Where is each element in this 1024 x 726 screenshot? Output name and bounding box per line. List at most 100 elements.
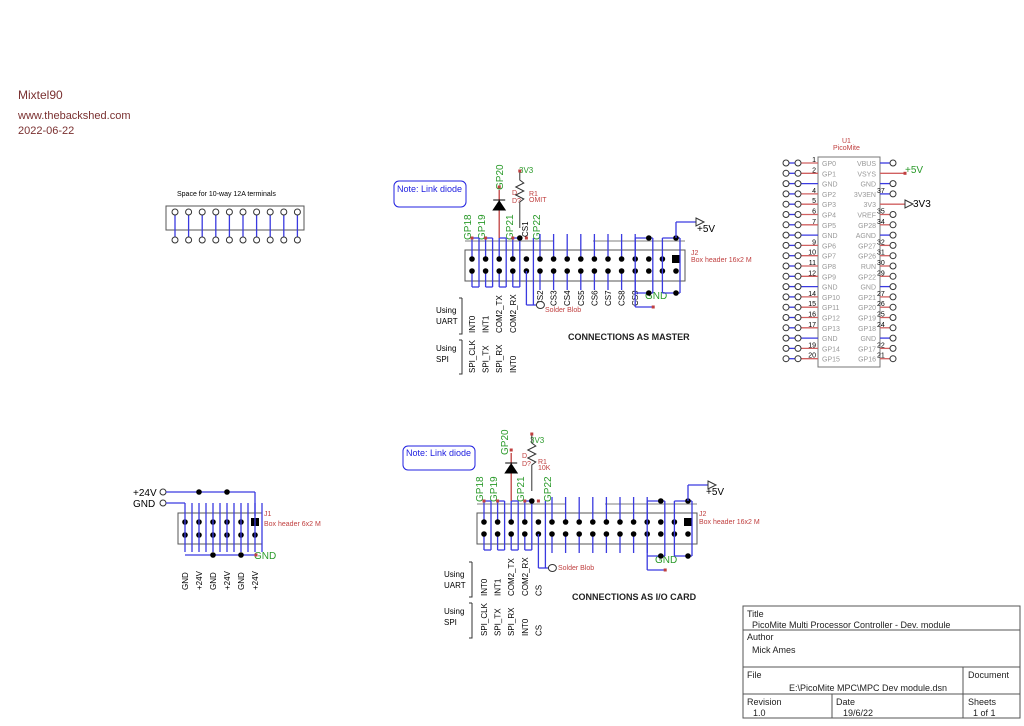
net-endpoint	[484, 236, 488, 240]
io-card-section: Note: Link diode GP20 3V3 R1 10K D D? GP…	[402, 429, 760, 639]
terminal-bottom	[239, 236, 247, 244]
pin-number: 1	[812, 157, 816, 164]
pin-terminal	[889, 159, 897, 167]
pin-terminal	[794, 283, 802, 291]
header-pin	[617, 519, 623, 525]
junction-dot	[646, 290, 652, 296]
junction-dot	[517, 235, 523, 241]
pin-name: VSYS	[857, 171, 876, 178]
pin-terminal	[782, 221, 790, 229]
pin-number: 6	[812, 209, 816, 216]
author-name: Mixtel90	[18, 88, 63, 102]
pin-terminal	[889, 303, 897, 311]
header-outline	[464, 249, 686, 282]
pin-name: GP13	[822, 326, 840, 333]
connection-terminal	[159, 499, 167, 507]
spi-signal-label: SPI_TX	[494, 608, 503, 636]
d-mark: D?	[522, 461, 531, 468]
note-box	[393, 180, 467, 208]
pin-name: GP16	[858, 357, 876, 364]
pin-name: GP0	[822, 161, 836, 168]
pin-terminal	[794, 231, 802, 239]
cs-label: CS5	[577, 290, 586, 306]
u1-body	[817, 156, 881, 368]
cs-label: CS7	[604, 290, 613, 306]
header-pin	[469, 268, 475, 274]
pin-terminal	[889, 221, 897, 229]
pin-terminal	[782, 169, 790, 177]
j1-pin-label: +24V	[251, 570, 260, 590]
net-gp22: GP22	[543, 476, 554, 502]
header-pin	[494, 519, 501, 525]
spi-signal-label: SPI_RX	[495, 344, 504, 373]
header-outline	[476, 512, 698, 545]
cs-label: CS6	[590, 290, 599, 306]
terminal-block: Space for 10-way 12A terminals	[165, 191, 305, 231]
pin-terminal	[794, 344, 802, 352]
pin-number: 32	[877, 239, 885, 246]
pin-number: 24	[877, 322, 885, 329]
header-pin	[537, 256, 543, 262]
pin-terminal	[782, 272, 790, 280]
net-gp21: GP21	[505, 214, 516, 240]
uart-signal-label: INT1	[494, 578, 503, 596]
terminal-top	[280, 208, 288, 216]
cs-label: CS8	[618, 290, 627, 306]
note-box	[402, 445, 476, 471]
net-3v3: 3V3	[530, 436, 545, 445]
using-spi: SPI	[436, 355, 449, 364]
pin-terminal	[794, 180, 802, 188]
header-pin	[562, 531, 569, 537]
net-gp21: GP21	[516, 476, 527, 502]
using-spi: Using	[444, 607, 464, 616]
d-mark: D?	[512, 198, 521, 205]
terminal-top	[185, 208, 193, 216]
junction-dot	[238, 552, 244, 558]
master-section: Note: Link diode GP20 3V3 R1 OMIT D D? G…	[393, 164, 752, 375]
junction-dot	[196, 489, 202, 495]
net-gnd: GND	[254, 551, 276, 562]
pin-terminal	[782, 252, 790, 260]
pin-number: 31	[877, 250, 885, 257]
cs-label: CS4	[563, 290, 572, 306]
file-value: E:\PicoMite MPC\MPC Dev module.dsn	[789, 683, 947, 693]
header-pin	[481, 531, 487, 537]
spi-signal-label: INT0	[509, 355, 518, 373]
using-uart: Using	[436, 306, 456, 315]
terminal-bottom	[280, 236, 288, 244]
junction-dot	[224, 489, 230, 495]
pin-number: 37	[877, 188, 885, 195]
date-value: 19/6/22	[843, 708, 873, 718]
header-pin	[496, 256, 503, 262]
pin-name: GP9	[822, 274, 836, 281]
net-gp19: GP19	[477, 214, 488, 240]
net-5v: +5V	[697, 224, 715, 235]
pin-terminal	[782, 314, 790, 321]
pin-terminal	[794, 262, 802, 270]
uart-signal-label: INT1	[482, 315, 491, 333]
pin-terminal	[794, 190, 802, 198]
pin-terminal	[782, 180, 790, 188]
junction-dot	[658, 553, 664, 559]
pin-number: 25	[877, 312, 885, 319]
pin-name: GP22	[858, 274, 876, 281]
pin-name: GP28	[858, 223, 876, 230]
net-endpoint	[511, 236, 515, 240]
header-pin	[510, 268, 516, 274]
header-pin	[469, 256, 475, 262]
pin-terminal	[782, 200, 790, 208]
pin-number: 30	[877, 260, 885, 267]
terminal-bottom	[198, 236, 206, 244]
section-title: CONNECTIONS AS I/O CARD	[572, 592, 697, 602]
pin-terminal	[889, 211, 897, 218]
j2-ref: J2	[691, 250, 699, 257]
pin-terminal	[794, 303, 802, 311]
header-pin	[578, 256, 584, 262]
pin-terminal	[782, 241, 790, 249]
r1-ref: R1	[538, 459, 547, 466]
title-value: PicoMite Multi Processor Controller - De…	[752, 620, 950, 630]
pin-terminal	[794, 314, 802, 321]
header-pin	[646, 268, 652, 274]
diode-symbol	[504, 462, 519, 474]
pin-terminal	[794, 211, 802, 218]
